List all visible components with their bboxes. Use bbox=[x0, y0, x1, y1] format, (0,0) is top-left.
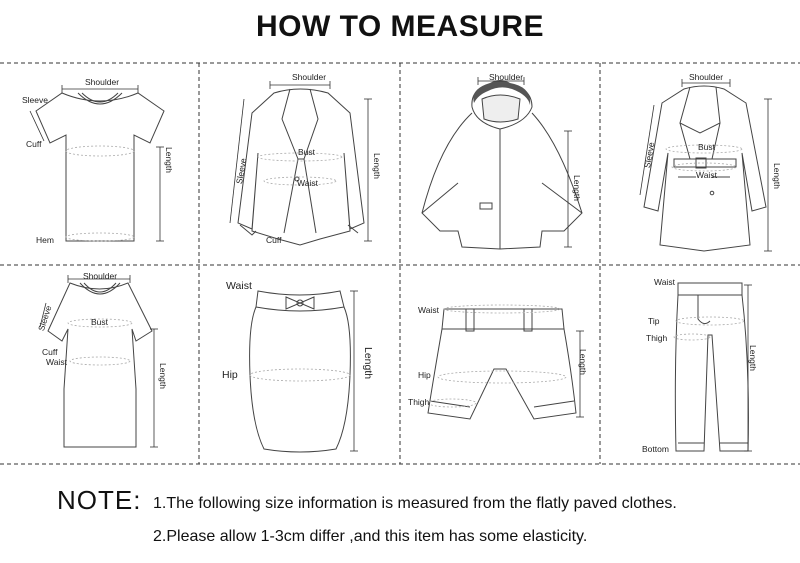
skirt-waist-label: Waist bbox=[226, 280, 252, 292]
cape-shoulder-label: Shoulder bbox=[489, 72, 524, 82]
blazer-shoulder-label: Shoulder bbox=[292, 72, 327, 82]
garment-coat: Shoulder Bust Waist Sleeve Length bbox=[600, 63, 800, 263]
skirt-length-label: Length bbox=[362, 347, 374, 380]
blazer-waist-label: Waist bbox=[297, 178, 318, 188]
pants-drawing bbox=[673, 282, 752, 452]
dress-shoulder-label: Shoulder bbox=[83, 271, 118, 281]
coat-waist-label: Waist bbox=[696, 170, 717, 180]
note-line-1: 1.The following size information is meas… bbox=[153, 495, 677, 512]
skirt-drawing bbox=[249, 290, 358, 453]
garment-skirt: Waist Hip Length bbox=[200, 265, 400, 465]
tshirt-cuff-label: Cuff bbox=[26, 139, 42, 149]
tshirt-drawing bbox=[29, 85, 165, 242]
garment-pants: Waist Tip Thigh Bottom Length bbox=[600, 265, 800, 465]
tshirt-hem-label: Hem bbox=[36, 235, 54, 245]
pants-bottom-label: Bottom bbox=[642, 444, 669, 454]
blazer-cuff-label: Cuff bbox=[266, 235, 282, 245]
pants-thigh-label: Thigh bbox=[646, 333, 668, 343]
shorts-hip-label: Hip bbox=[418, 370, 431, 380]
pants-length-label: Length bbox=[748, 345, 758, 371]
garment-tshirt: Shoulder Sleeve Cuff Hem Length bbox=[0, 63, 200, 263]
shorts-thigh-label: Thigh bbox=[408, 397, 430, 407]
dress-bust-label: Bust bbox=[91, 317, 109, 327]
blazer-length-label: Length bbox=[372, 153, 382, 179]
garment-dress: Shoulder Bust Cuff Waist Sleeve Length bbox=[0, 265, 200, 465]
blazer-bust-label: Bust bbox=[298, 147, 316, 157]
note-label: NOTE: bbox=[57, 485, 142, 515]
tshirt-sleeve-label: Sleeve bbox=[22, 95, 48, 105]
dress-cuff-label: Cuff bbox=[42, 347, 58, 357]
shorts-drawing bbox=[427, 304, 584, 420]
cape-drawing bbox=[421, 77, 583, 250]
tshirt-length-label: Length bbox=[164, 147, 174, 173]
garment-blazer: Shoulder Bust Waist Cuff Sleeve Length bbox=[200, 63, 400, 263]
coat-bust-label: Bust bbox=[698, 142, 716, 152]
pants-waist-label: Waist bbox=[654, 277, 675, 287]
coat-drawing bbox=[639, 79, 772, 252]
coat-shoulder-label: Shoulder bbox=[689, 72, 724, 82]
garment-cape: Shoulder Length bbox=[400, 63, 600, 263]
pants-tip-label: Tip bbox=[648, 316, 660, 326]
tshirt-shoulder-label: Shoulder bbox=[85, 77, 120, 87]
skirt-hip-label: Hip bbox=[222, 369, 238, 381]
dress-length-label: Length bbox=[158, 363, 168, 389]
cape-length-label: Length bbox=[572, 175, 582, 201]
shorts-length-label: Length bbox=[578, 349, 588, 375]
blazer-drawing bbox=[229, 81, 372, 246]
shorts-waist-label: Waist bbox=[418, 305, 439, 315]
coat-length-label: Length bbox=[772, 163, 782, 189]
note-line-2: 2.Please allow 1-3cm differ ,and this it… bbox=[153, 528, 588, 545]
dress-waist-label: Waist bbox=[46, 357, 67, 367]
dress-drawing bbox=[39, 275, 158, 448]
page-title: HOW TO MEASURE bbox=[255, 10, 545, 43]
garment-shorts: Waist Hip Thigh Length bbox=[400, 265, 600, 465]
